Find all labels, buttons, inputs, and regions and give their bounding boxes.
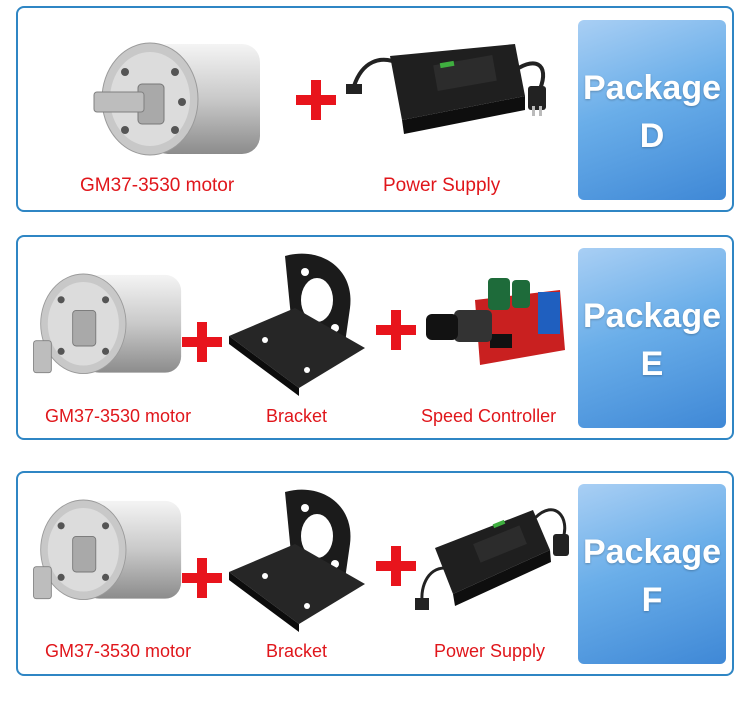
badge-word: Package xyxy=(583,297,721,335)
speed-controller-icon xyxy=(426,278,565,365)
item-caption: Speed Controller xyxy=(421,406,557,426)
power-supply-icon xyxy=(346,44,546,134)
gear-motor-icon xyxy=(33,499,182,600)
item-caption: Power Supply xyxy=(434,641,546,661)
mounting-bracket-icon xyxy=(229,253,365,396)
power-supply-icon xyxy=(415,508,569,610)
mounting-bracket-icon xyxy=(229,489,365,632)
badge-letter: D xyxy=(639,117,665,155)
badge-word: Package xyxy=(583,69,721,107)
plus-icon xyxy=(296,80,336,120)
item-caption: Power Supply xyxy=(383,175,501,196)
gear-motor-icon xyxy=(93,42,260,156)
plus-icon xyxy=(182,558,222,598)
badge-word: Package xyxy=(583,533,721,571)
item-caption: Bracket xyxy=(266,406,328,426)
plus-icon xyxy=(376,546,416,586)
badge-letter: E xyxy=(640,345,664,383)
item-caption: GM37-3530 motor xyxy=(80,175,235,196)
gear-motor-icon xyxy=(33,273,182,374)
plus-icon xyxy=(182,322,222,362)
package-badge: Package F xyxy=(578,484,726,664)
package-badge: Package D xyxy=(578,20,726,200)
item-caption: Bracket xyxy=(266,641,328,661)
item-caption: GM37-3530 motor xyxy=(45,406,192,426)
item-caption: GM37-3530 motor xyxy=(45,641,192,661)
badge-letter: F xyxy=(641,581,663,619)
plus-icon xyxy=(376,310,416,350)
package-badge: Package E xyxy=(578,248,726,428)
